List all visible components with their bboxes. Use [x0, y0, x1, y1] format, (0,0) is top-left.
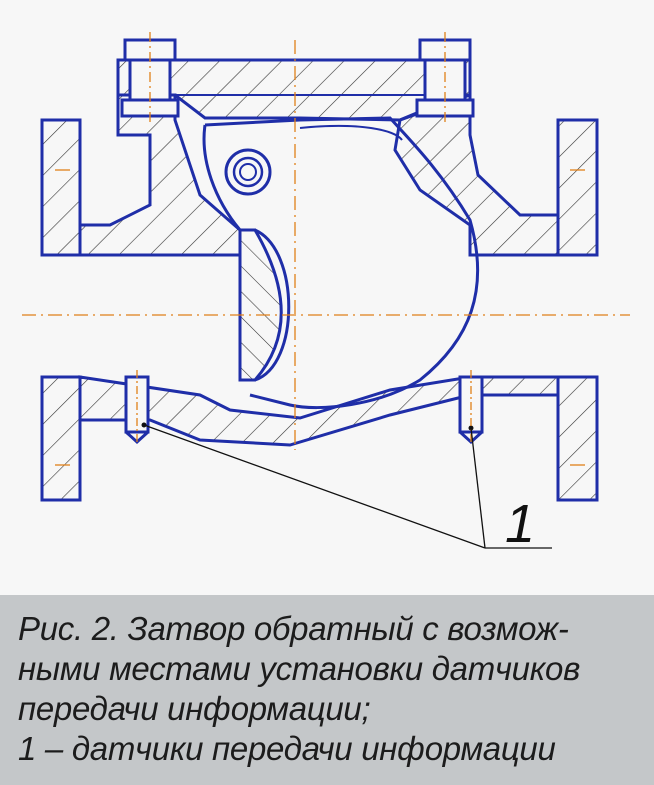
bonnet-cover — [116, 58, 472, 122]
figure-caption: Рис. 2. Затвор обратный с возмож- ными м… — [0, 595, 654, 785]
callout-leaders — [143, 424, 552, 549]
caption-line-2: ными местами установки датчиков — [18, 650, 580, 687]
callout-label: 1 — [505, 494, 535, 554]
left-flange — [40, 118, 82, 502]
caption-line-3: передачи информации; — [18, 690, 371, 727]
hinge-pin — [224, 148, 272, 196]
caption-line-4: 1 – датчики передачи информации — [18, 730, 556, 767]
caption-line-1: Рис. 2. Затвор обратный с возмож- — [18, 610, 569, 647]
center-lines — [22, 40, 630, 466]
valve-drawing: 1 — [22, 32, 630, 554]
valve-cross-section: 1 — [22, 32, 630, 554]
body-lower — [78, 375, 560, 447]
right-flange — [556, 118, 599, 502]
disc-arm — [202, 116, 480, 410]
valve-disc — [238, 228, 291, 382]
left-bolt — [120, 32, 180, 125]
right-bolt — [415, 32, 475, 125]
